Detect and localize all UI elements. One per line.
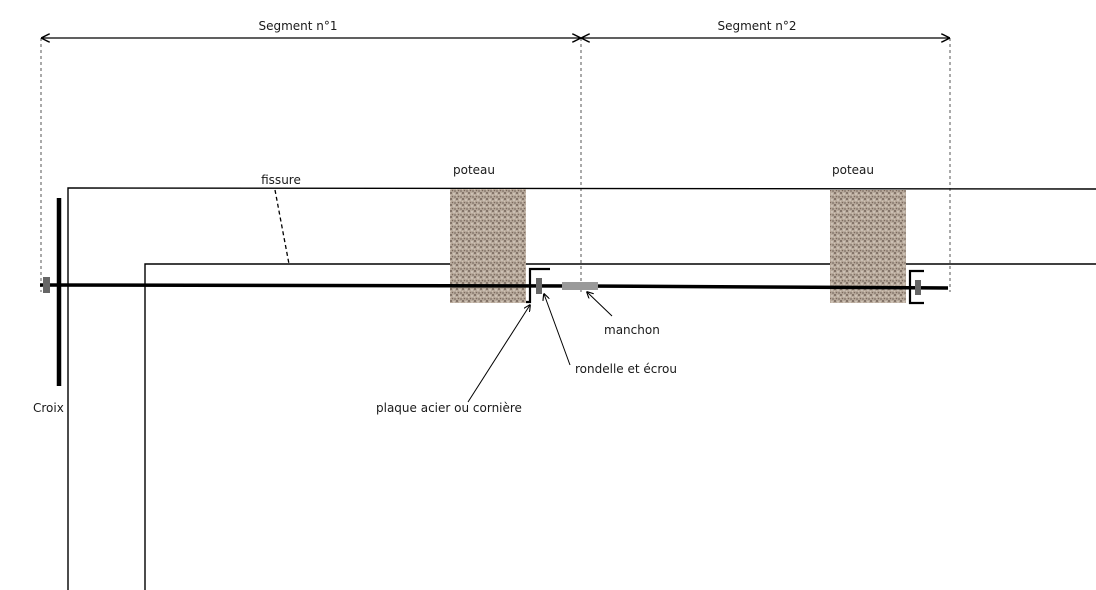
post-right xyxy=(830,190,906,303)
sleeve xyxy=(562,282,598,290)
wall-outer-outline xyxy=(67,187,1096,590)
sleeve-label: manchon xyxy=(604,323,660,337)
cross-label: Croix xyxy=(33,401,64,415)
washer-nut-right-post xyxy=(915,280,921,295)
post-left xyxy=(450,189,526,303)
tie-rod-segment-2 xyxy=(580,284,949,290)
steel-plate-label: plaque acier ou cornière xyxy=(376,401,522,415)
post-right-label: poteau xyxy=(832,163,874,177)
crack-line xyxy=(274,189,290,265)
washer-leader-arrow xyxy=(544,294,571,366)
segment1-label: Segment n°1 xyxy=(258,19,337,33)
plate-leader-arrow xyxy=(467,305,530,403)
washer-nut-label: rondelle et écrou xyxy=(575,362,677,376)
segment2-label: Segment n°2 xyxy=(717,19,796,33)
nut-left-end xyxy=(43,277,50,293)
crack-label: fissure xyxy=(261,173,301,187)
steel-plate-left-post xyxy=(526,267,550,304)
wall-inner-outline xyxy=(144,263,1096,590)
sleeve-leader-arrow xyxy=(587,292,613,317)
tie-rod-segment-1 xyxy=(39,283,582,288)
post-left-label: poteau xyxy=(453,163,495,177)
washer-nut-left-post xyxy=(536,278,542,294)
steel-plate-right-post xyxy=(908,269,924,305)
